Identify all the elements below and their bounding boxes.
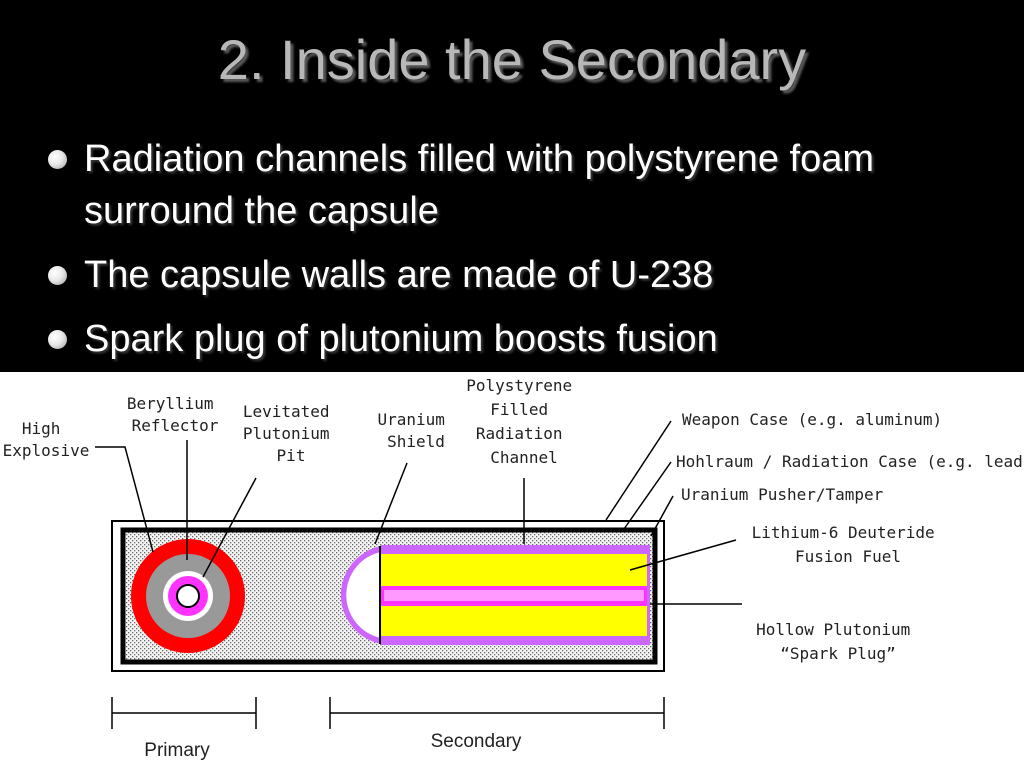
bullet-item: Spark plug of plutonium boosts fusion [44,313,1004,365]
leader-lines [95,420,742,605]
bullet-item: Radiation channels filled with polystyre… [44,133,1004,237]
primary-assembly [131,539,245,653]
uranium-shield-ring [340,546,381,644]
label-weapon-case: Weapon Case (e.g. aluminum) [682,410,942,429]
bullet-list: Radiation channels filled with polystyre… [44,133,1004,377]
section-brackets [111,697,665,729]
label-uranium-shield: Uranium Shield [377,410,454,451]
label-high-explosive: High Explosive [3,419,90,460]
bullet-dot-icon [48,330,67,349]
label-levitated-pit: Levitated Plutonium Pit [243,402,339,465]
label-fusion-fuel: Lithium-6 Deuteride Fusion Fuel [752,523,945,566]
weapon-diagram: High Explosive Beryllium Reflector Levit… [0,372,1024,768]
pit-core [176,584,200,608]
label-beryllium-reflector: Beryllium Reflector [127,394,223,435]
label-hohlraum: Hohlraum / Radiation Case (e.g. lead) [676,452,1024,471]
label-radiation-channel: Polystyrene Filled Radiation Channel [466,376,582,467]
bullet-text: Spark plug of plutonium boosts fusion [84,318,718,360]
slide-title: 2. Inside the Secondary [217,28,807,91]
bullet-text: Radiation channels filled with polystyre… [84,138,874,232]
bullet-text: The capsule walls are made of U-238 [84,254,714,296]
label-spark-plug: Hollow Plutonium “Spark Plug” [756,620,920,663]
uranium-shield-interior [346,552,381,638]
spark-plug [384,590,644,601]
bullet-dot-icon [48,266,67,285]
label-primary: Primary [144,740,210,761]
bullet-dot-icon [48,150,67,169]
bullet-item: The capsule walls are made of U-238 [44,249,1004,301]
secondary-assembly [340,545,650,645]
label-pusher-tamper: Uranium Pusher/Tamper [681,485,884,504]
label-secondary: Secondary [431,731,522,752]
